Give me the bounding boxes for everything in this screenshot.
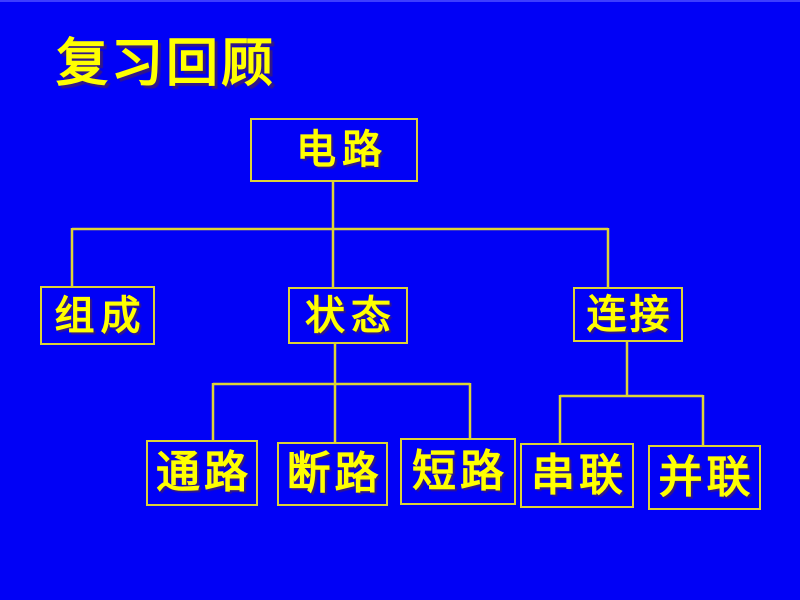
node-open-circuit: 断路 [277,442,388,506]
node-series-connection: 串联 [520,443,634,508]
node-state: 状态 [288,287,408,344]
node-circuit: 电路 [250,118,418,182]
node-connection: 连接 [573,287,683,342]
slide-title: 复习回顾 [56,36,277,93]
connector-root-to-level1 [70,182,610,289]
node-short-circuit: 短路 [400,438,516,505]
node-closed-circuit: 通路 [146,440,258,506]
connector-connection-to-children [558,342,705,447]
node-parallel-connection: 并联 [648,445,761,510]
node-composition: 组成 [40,286,155,345]
slide-top-edge [0,0,800,2]
connector-state-to-children [211,344,472,444]
